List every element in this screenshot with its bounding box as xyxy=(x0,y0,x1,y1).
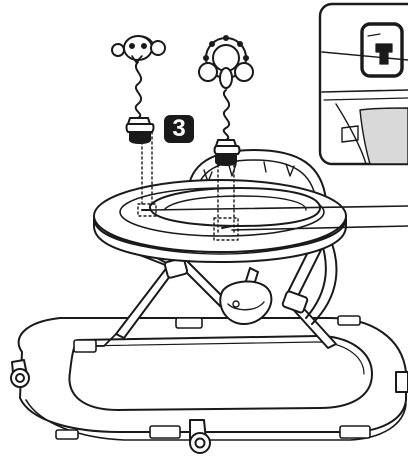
leader-lines xyxy=(149,205,408,231)
wheel-front-center xyxy=(189,419,211,454)
detail-inset xyxy=(318,2,408,166)
wheels xyxy=(10,359,408,454)
peg-slot-right xyxy=(221,225,233,229)
wheel-right xyxy=(395,371,408,393)
step-badge: 3 xyxy=(164,115,194,143)
guide-lines xyxy=(137,131,239,241)
rattle-toy xyxy=(198,35,254,166)
tray xyxy=(93,179,347,263)
wheel-front-left xyxy=(10,359,30,388)
bird-toy xyxy=(111,35,166,144)
walker-base xyxy=(17,315,407,441)
